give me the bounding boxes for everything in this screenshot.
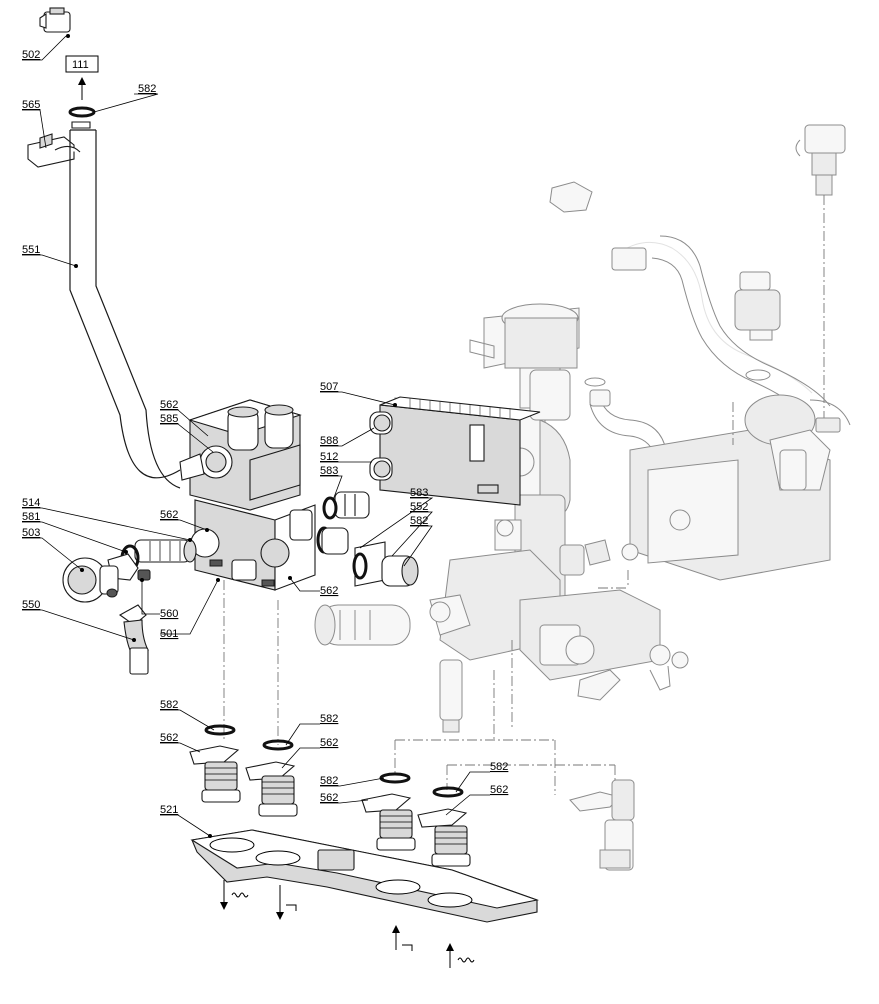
label-503: 503 — [22, 527, 40, 539]
label-562-c: 562 — [320, 585, 338, 597]
label-582-e: 582 — [320, 775, 338, 787]
fitting-right-1[interactable] — [361, 772, 416, 851]
pressure-relief-503[interactable] — [62, 557, 119, 603]
radiator-flow-icon — [220, 880, 249, 910]
label-562-e: 562 — [320, 737, 338, 749]
label-585: 585 — [160, 413, 178, 425]
label-512: 512 — [320, 451, 338, 463]
label-562-f: 562 — [320, 792, 338, 804]
label-582-d: 582 — [320, 713, 338, 725]
manifold-501[interactable] — [179, 399, 316, 591]
label-521: 521 — [160, 804, 178, 816]
label-582-top: 582 — [138, 83, 156, 95]
pressure-sensor-ghost — [795, 124, 846, 196]
drain-valve-ghost — [569, 779, 635, 871]
hydraulic-block-ghost — [429, 549, 661, 733]
tap-outlet-icon — [276, 885, 297, 920]
pipe-551[interactable] — [69, 121, 181, 489]
circulation-pump-ghost — [629, 394, 851, 581]
fitting-left-1[interactable] — [189, 724, 241, 803]
plate-heat-exchanger-507[interactable] — [369, 396, 541, 506]
filter-514[interactable] — [134, 539, 197, 563]
leader-dots — [80, 403, 397, 838]
label-582-c: 582 — [160, 699, 178, 711]
label-507: 507 — [320, 381, 338, 393]
ghosted-boiler-assembly — [314, 124, 851, 871]
connector-512[interactable] — [322, 491, 370, 520]
label-581: 581 — [22, 511, 40, 523]
leader-lines — [22, 35, 490, 837]
fitting-left-2[interactable] — [245, 739, 298, 817]
o-ring-582-top[interactable] — [68, 106, 96, 118]
label-583-a: 583 — [320, 465, 338, 477]
label-588: 588 — [320, 435, 338, 447]
fitting-right-2[interactable] — [417, 786, 471, 867]
reference-111 — [65, 55, 99, 100]
label-562-a: 562 — [160, 399, 178, 411]
label-551: 551 — [22, 244, 40, 256]
label-501: 501 — [160, 628, 178, 640]
tap-inlet-icon — [392, 925, 413, 951]
clip-ghost-2 — [611, 247, 647, 271]
flow-arrows — [220, 880, 475, 968]
label-565: 565 — [22, 99, 40, 111]
label-550: 550 — [22, 599, 40, 611]
mounting-plate-521[interactable] — [190, 829, 540, 923]
label-562-g: 562 — [490, 784, 508, 796]
label-514: 514 — [22, 497, 40, 509]
valve-ghost — [734, 271, 781, 341]
label-552: 552 — [410, 501, 428, 513]
label-502: 502 — [22, 49, 40, 61]
sensor-502[interactable] — [39, 7, 71, 38]
clip-ghost-1 — [549, 181, 593, 213]
drain-elbow-550[interactable] — [118, 604, 149, 675]
clip-565[interactable] — [27, 133, 81, 168]
label-562-d: 562 — [160, 732, 178, 744]
label-583-b: 583 — [410, 487, 428, 499]
label-560: 560 — [160, 608, 178, 620]
bypass-cartridge-ghost — [314, 604, 411, 646]
label-582-f: 582 — [490, 761, 508, 773]
radiator-return-icon — [446, 943, 475, 968]
clip-ghost-3 — [577, 669, 621, 701]
part-labels: 502 111 582 565 551 507 562 585 588 512 … — [22, 49, 508, 816]
label-111: 111 — [72, 59, 89, 71]
label-582-b: 582 — [410, 515, 428, 527]
label-562-b: 562 — [160, 509, 178, 521]
connector-552[interactable] — [316, 526, 419, 587]
